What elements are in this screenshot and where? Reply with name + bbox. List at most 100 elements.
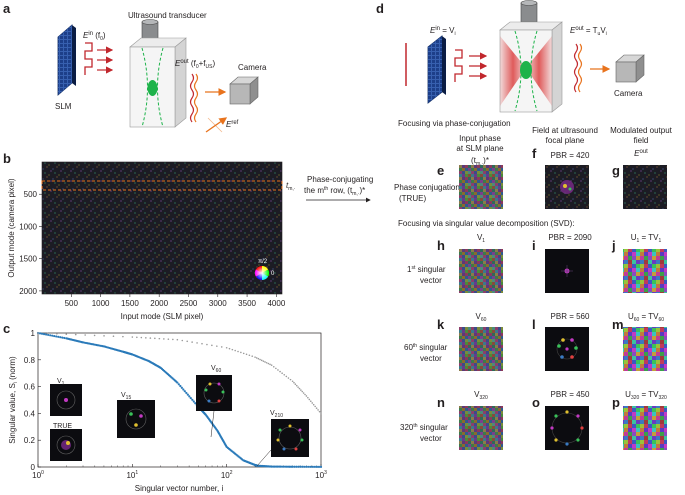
svd-point	[307, 465, 310, 468]
image-e-input-phase	[459, 165, 503, 209]
eref-label: Eref	[226, 120, 239, 129]
row60-label-line1: 60th singular	[404, 343, 448, 352]
b-x-tick-label: 2000	[150, 299, 168, 308]
reference-wave	[207, 117, 223, 133]
d-input-arrows	[469, 52, 488, 80]
svd-reference-point	[312, 403, 315, 406]
c-x-tick-label: 103	[315, 470, 327, 480]
svd-reference-point	[315, 407, 318, 409]
svd-reference-point	[176, 338, 179, 341]
svd-reference-point	[281, 372, 283, 375]
svd-reference-point	[131, 336, 134, 338]
svd-reference-point	[317, 409, 319, 411]
panel-label-m: m	[612, 317, 624, 332]
image-o-focal-v320	[545, 406, 589, 450]
svd-point	[59, 336, 62, 339]
svd-reference-point	[297, 386, 299, 388]
ein-label-d: Ein = Vi	[430, 26, 456, 37]
svd-point	[309, 465, 312, 468]
svd-reference-point	[154, 337, 156, 340]
svd-reference-point	[56, 333, 58, 335]
image-g-output-field	[623, 165, 667, 209]
col1-header-formula: (tm,·)*	[471, 156, 489, 167]
svd-reference-point	[257, 357, 260, 360]
svd-point	[57, 335, 60, 338]
pbr-row1: PBR = 2090	[548, 233, 592, 242]
svd-reference-point	[181, 339, 184, 342]
svd-reference-point	[65, 333, 68, 336]
svd-point	[45, 333, 48, 336]
svd-reference-point	[305, 395, 308, 397]
svd-point	[313, 465, 317, 468]
row1-label-line2: vector	[420, 276, 442, 285]
svd-reference-point	[275, 367, 277, 370]
row-pc-label-line2: (TRUE)	[399, 194, 426, 203]
c-y-tick-label: 0.4	[24, 409, 36, 418]
camera-icon-a	[229, 76, 259, 105]
svd-reference-point	[309, 400, 312, 403]
inset-v60-pointer	[210, 410, 215, 438]
svd-reference-point	[103, 335, 105, 337]
row1-v-label: V1	[477, 233, 485, 244]
svd-point	[179, 384, 182, 388]
svd-reference-point	[201, 342, 203, 345]
svd-reference-point	[240, 351, 242, 354]
b-x-tick-label: 3500	[238, 299, 256, 308]
svd-reference-point	[248, 354, 251, 357]
panel-label-a: a	[3, 1, 11, 16]
svd-reference-point	[211, 344, 213, 347]
svd-point	[180, 386, 183, 389]
b-x-tick-label: 4000	[267, 299, 285, 308]
svd-reference-point	[242, 352, 245, 355]
svd-point	[315, 465, 319, 468]
svd-point	[293, 465, 296, 468]
svd-point	[189, 396, 192, 400]
svd-point	[49, 334, 52, 337]
tissue-phantom	[129, 37, 187, 128]
panel-label-c: c	[3, 321, 10, 336]
row60-label-line2: vector	[420, 354, 442, 363]
svd-reference-point	[264, 361, 266, 363]
svd-reference-point	[172, 338, 174, 341]
col3-header-line1: Modulated output	[610, 126, 673, 135]
b-x-tick-label: 1500	[121, 299, 139, 308]
svd-reference-point	[314, 405, 316, 408]
row320-label-line2: vector	[420, 434, 442, 443]
image-l-focal-v60	[545, 327, 589, 371]
camera-label-d: Camera	[614, 89, 643, 98]
slm-label: SLM	[55, 102, 72, 111]
section-title-phase-conjugation: Focusing via phase-conjugation	[398, 119, 511, 128]
b-x-tick-label: 2500	[180, 299, 198, 308]
svd-reference-point	[308, 398, 311, 401]
c-y-tick-label: 0.6	[24, 383, 36, 392]
svd-point	[183, 390, 186, 393]
panel-label-i: i	[532, 238, 536, 253]
image-j-u1	[623, 249, 667, 293]
inset-v1	[50, 384, 82, 416]
panel-label-p: p	[612, 395, 620, 410]
svd-reference-point	[206, 343, 208, 346]
svd-point	[301, 465, 304, 468]
c-x-tick-label: 100	[32, 470, 44, 480]
svd-reference-point	[84, 334, 86, 336]
svd-reference-point	[298, 387, 301, 390]
slm-device-d	[427, 35, 446, 104]
svd-reference-point	[140, 336, 143, 339]
inset-v60-label: V60	[211, 365, 221, 374]
inset-v15	[117, 400, 155, 438]
input-arrows	[97, 46, 114, 74]
svd-reference-point	[267, 362, 270, 365]
svd-point	[295, 465, 298, 468]
svd-reference-point	[228, 347, 231, 350]
svd-reference-point	[145, 337, 147, 339]
svd-reference-point	[237, 350, 239, 353]
panel-label-f: f	[532, 146, 537, 161]
svd-reference-point	[293, 381, 295, 384]
row-pc-label-line1: Phase conjugation	[394, 183, 460, 192]
svd-reference-point	[270, 364, 273, 366]
b-x-axis-label: Input mode (SLM pixel)	[121, 312, 204, 321]
phase-colorwheel	[254, 265, 270, 281]
panel-label-h: h	[437, 238, 445, 253]
